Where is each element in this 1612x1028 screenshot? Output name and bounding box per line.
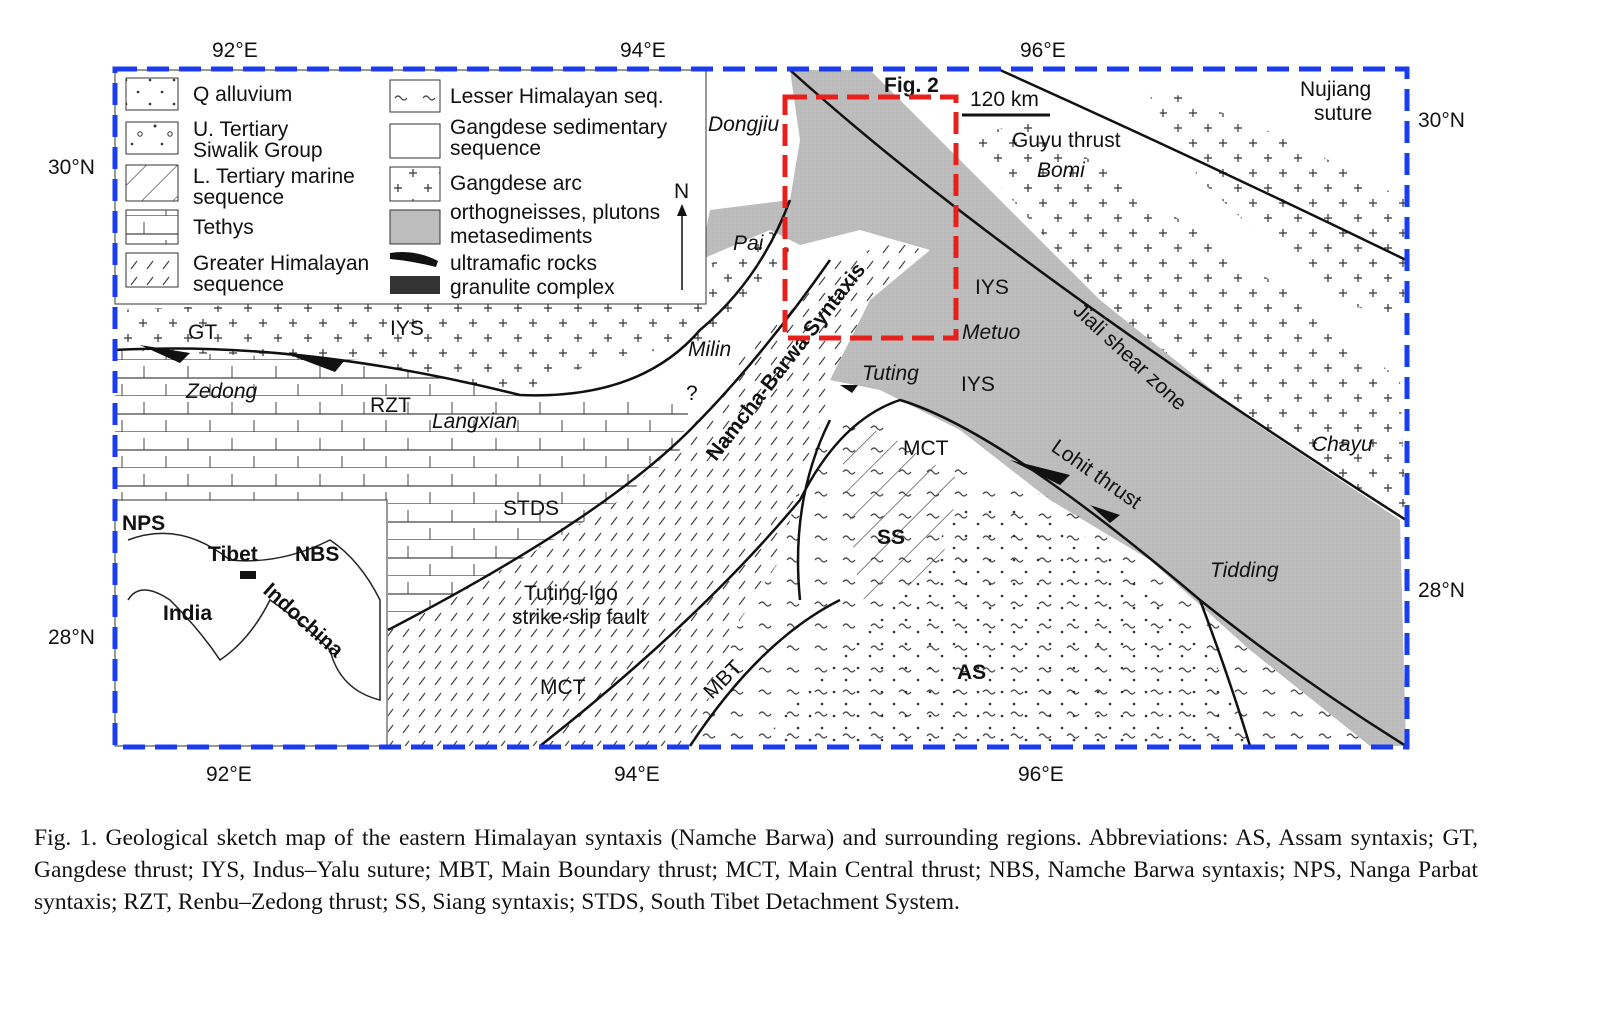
- legend-granulite: granulite complex: [450, 276, 615, 299]
- greater-himalayan-unit: [388, 240, 940, 746]
- label-iys-1: IYS: [975, 276, 1009, 299]
- gangdese-arc-ne: [1140, 80, 1406, 320]
- legend-orthogneisses: orthogneisses, plutons: [450, 201, 660, 224]
- label-mct-2: MCT: [540, 676, 586, 699]
- north-arrow-icon: [677, 204, 687, 290]
- deg-bottom-94: 94°E: [614, 763, 660, 786]
- fault-lines: [114, 68, 1407, 748]
- inset-label-tibet: Tibet: [208, 543, 258, 566]
- legend-l-tertiary: L. Tertiary marine: [193, 165, 355, 188]
- north-label: N: [674, 180, 689, 203]
- deg-top-92: 92°E: [212, 39, 258, 62]
- legend: Q alluvium U. Tertiary Siwalik Group L. …: [125, 77, 689, 299]
- legend-u-tertiary-2: Siwalik Group: [193, 139, 323, 162]
- label-suture: suture: [1314, 102, 1372, 125]
- deg-bottom-96: 96°E: [1018, 763, 1064, 786]
- label-bomi: Bomi: [1037, 159, 1086, 182]
- fig2-label: Fig. 2: [884, 74, 939, 97]
- label-metuo: Metuo: [962, 321, 1021, 344]
- legend-l-tertiary-2: sequence: [193, 186, 284, 209]
- label-strike-slip-fault: strike-slip fault: [512, 606, 646, 629]
- gangdese-arc-east: [960, 120, 1406, 520]
- legend-gangdese-sed: Gangdese sedimentary: [450, 116, 668, 139]
- legend-orthogneisses-2: metasediments: [450, 225, 592, 248]
- deg-left-30: 30°N: [48, 156, 95, 179]
- orthogneiss-grey-unit: [700, 70, 1406, 746]
- map-frame: [112, 66, 1410, 750]
- deg-right-30: 30°N: [1418, 109, 1465, 132]
- label-ss: SS: [877, 526, 905, 549]
- label-tuting: Tuting: [862, 362, 919, 385]
- label-as: AS: [957, 661, 986, 684]
- deg-right-28: 28°N: [1418, 579, 1465, 602]
- label-pai: Pai: [733, 232, 765, 255]
- label-rzt: RZT: [370, 394, 411, 417]
- inset-label-nps: NPS: [122, 512, 165, 535]
- tethys-unit: [115, 350, 690, 630]
- legend-tethys: Tethys: [193, 216, 254, 239]
- legend-greater-himalayan-2: sequence: [193, 273, 284, 296]
- label-tidding: Tidding: [1210, 559, 1279, 582]
- deg-top-94: 94°E: [620, 39, 666, 62]
- legend-gangdese-arc: Gangdese arc: [450, 172, 582, 195]
- label-guyu-thrust: Guyu thrust: [1012, 129, 1121, 152]
- label-gt: GT: [188, 321, 217, 344]
- label-question: ?: [686, 382, 698, 405]
- label-langxian: Langxian: [432, 410, 517, 433]
- figure-caption: Fig. 1. Geological sketch map of the eas…: [34, 825, 1478, 915]
- label-mct-1: MCT: [903, 437, 949, 460]
- label-dongjiu: Dongjiu: [708, 113, 780, 136]
- legend-q-alluvium: Q alluvium: [193, 83, 292, 106]
- map-area: [114, 68, 1407, 748]
- inset-label-nbs: NBS: [295, 543, 339, 566]
- inset-label-india: India: [163, 602, 212, 625]
- deg-bottom-92: 92°E: [206, 763, 252, 786]
- label-zedong: Zedong: [185, 380, 258, 403]
- label-milin: Milin: [688, 338, 731, 361]
- deg-left-28: 28°N: [48, 626, 95, 649]
- label-stds: STDS: [503, 497, 559, 520]
- label-tuting-igo: Tuting-Igo: [524, 582, 618, 605]
- scale-label: 120 km: [970, 88, 1039, 111]
- legend-u-tertiary: U. Tertiary: [193, 118, 289, 141]
- assam-alluvium-unit: [760, 500, 1250, 746]
- deg-top-96: 96°E: [1020, 39, 1066, 62]
- legend-gangdese-sed-2: sequence: [450, 137, 541, 160]
- siang-unit: [840, 430, 960, 600]
- label-chayu: Chayu: [1312, 433, 1373, 456]
- label-iys-3: IYS: [961, 373, 995, 396]
- legend-lesser-himalayan: Lesser Himalayan seq.: [450, 85, 664, 108]
- fig2-box: [782, 94, 959, 341]
- legend-greater-himalayan: Greater Himalayan: [193, 252, 369, 275]
- label-iys-2: IYS: [390, 317, 424, 340]
- graticule-labels: 92°E 94°E 96°E 92°E 94°E 96°E 30°N 28°N …: [48, 39, 1465, 786]
- label-nujiang: Nujiang: [1300, 78, 1371, 101]
- legend-ultramafic: ultramafic rocks: [450, 252, 597, 275]
